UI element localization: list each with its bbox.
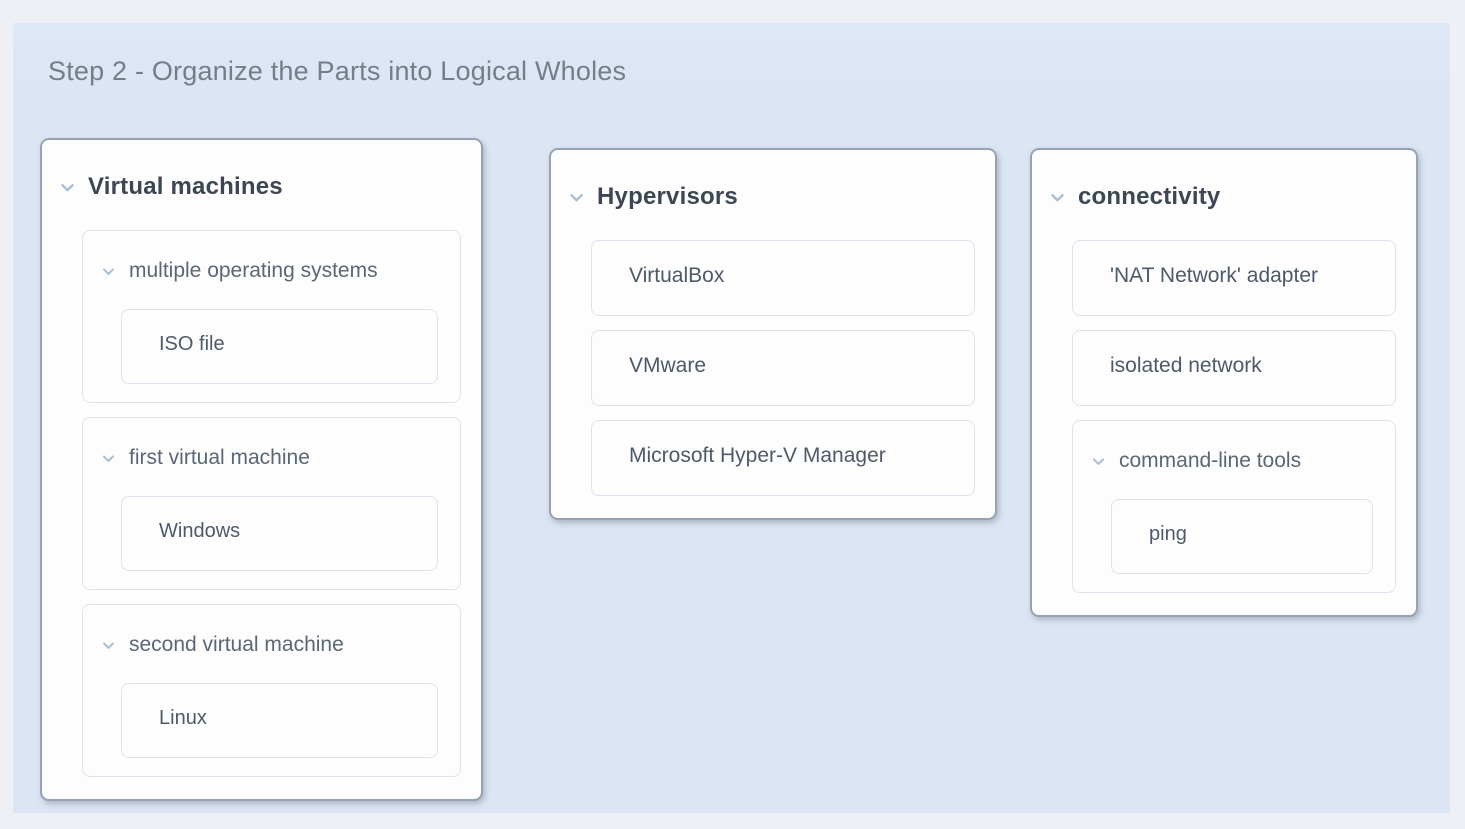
group-body: Linux [83,683,460,776]
chevron-down-icon[interactable] [1089,452,1107,470]
chevron-down-icon[interactable] [567,188,585,206]
group-header[interactable]: second virtual machine [83,605,460,683]
item-card[interactable]: Linux [121,683,438,758]
group-title: command-line tools [1119,449,1302,472]
group-body: ISO file [83,309,460,402]
item-label: Linux [159,706,207,729]
group-body: Windows [83,496,460,589]
chevron-down-icon[interactable] [99,636,117,654]
group-title: second virtual machine [129,633,344,656]
item-card[interactable]: 'NAT Network' adapter [1072,240,1396,316]
group-second-virtual-machine[interactable]: second virtual machine Linux [82,604,461,777]
card-title: Hypervisors [597,183,738,210]
group-header[interactable]: command-line tools [1073,421,1395,499]
card-title: Virtual machines [88,173,283,200]
group-header[interactable]: first virtual machine [83,418,460,496]
group-body: ping [1073,499,1395,592]
chevron-down-icon[interactable] [99,449,117,467]
chevron-down-icon[interactable] [1048,188,1066,206]
item-label: VirtualBox [629,263,725,287]
item-card[interactable]: Windows [121,496,438,571]
group-multiple-operating-systems[interactable]: multiple operating systems ISO file [82,230,461,403]
item-label: isolated network [1110,353,1262,377]
chevron-down-icon[interactable] [58,178,76,196]
group-title: multiple operating systems [129,259,378,282]
card-header[interactable]: Hypervisors [551,150,995,240]
item-card[interactable]: ping [1111,499,1373,574]
item-label: ISO file [159,332,225,355]
content-panel: Step 2 - Organize the Parts into Logical… [13,23,1450,813]
item-label: Microsoft Hyper-V Manager [629,443,886,467]
category-card-connectivity[interactable]: connectivity 'NAT Network' adapter isola… [1030,148,1418,617]
page-title: Step 2 - Organize the Parts into Logical… [48,56,627,86]
group-command-line-tools[interactable]: command-line tools ping [1072,420,1396,593]
category-card-virtual-machines[interactable]: Virtual machines multiple operating syst… [40,138,483,801]
card-title: connectivity [1078,183,1221,210]
card-header[interactable]: connectivity [1032,150,1416,240]
item-label: 'NAT Network' adapter [1110,263,1318,287]
group-title: first virtual machine [129,446,310,469]
group-first-virtual-machine[interactable]: first virtual machine Windows [82,417,461,590]
card-body: multiple operating systems ISO file firs… [42,230,481,799]
category-card-hypervisors[interactable]: Hypervisors VirtualBox VMware Microsoft … [549,148,997,520]
item-label: Windows [159,519,241,542]
card-body: 'NAT Network' adapter isolated network c… [1032,240,1416,615]
chevron-down-icon[interactable] [99,262,117,280]
item-card[interactable]: ISO file [121,309,438,384]
item-card[interactable]: VMware [591,330,975,406]
group-header[interactable]: multiple operating systems [83,231,460,309]
item-label: VMware [629,353,707,377]
item-label: ping [1149,522,1187,545]
item-card[interactable]: isolated network [1072,330,1396,406]
item-card[interactable]: Microsoft Hyper-V Manager [591,420,975,496]
card-body: VirtualBox VMware Microsoft Hyper-V Mana… [551,240,995,518]
card-header[interactable]: Virtual machines [42,140,481,230]
item-card[interactable]: VirtualBox [591,240,975,316]
